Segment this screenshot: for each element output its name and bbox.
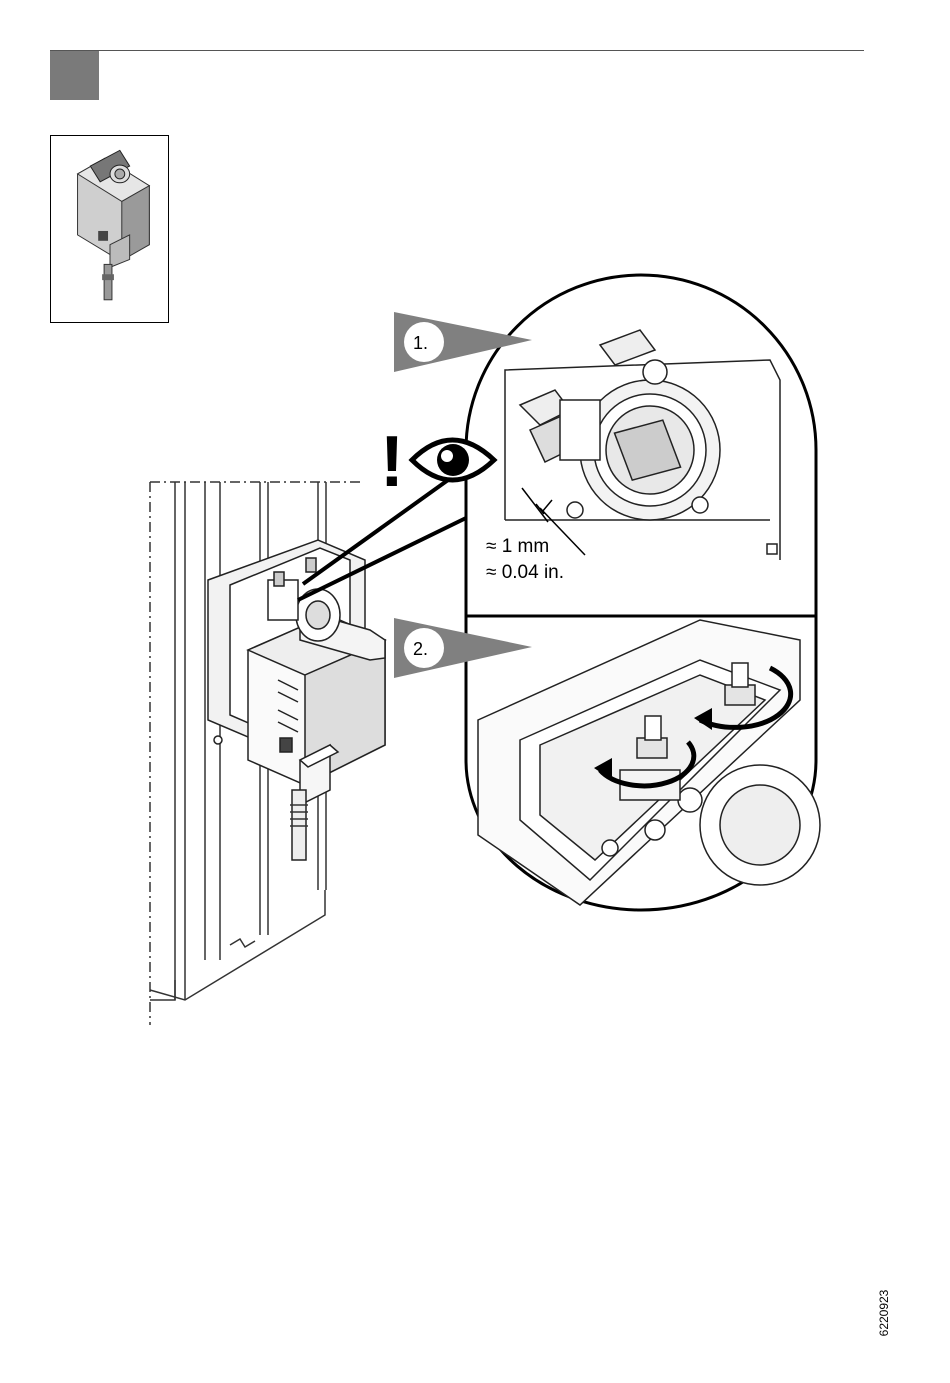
document-id: 6220923	[873, 1283, 895, 1343]
document-id-text: 6220923	[877, 1290, 891, 1337]
gap-metric-label: ≈ 1 mm	[486, 536, 549, 557]
step-1-label: 1.	[413, 333, 428, 353]
step-2-label: 2.	[413, 639, 428, 659]
gap-imperial-label: ≈ 0.04 in.	[486, 562, 564, 583]
warning-exclamation: !	[380, 422, 404, 502]
